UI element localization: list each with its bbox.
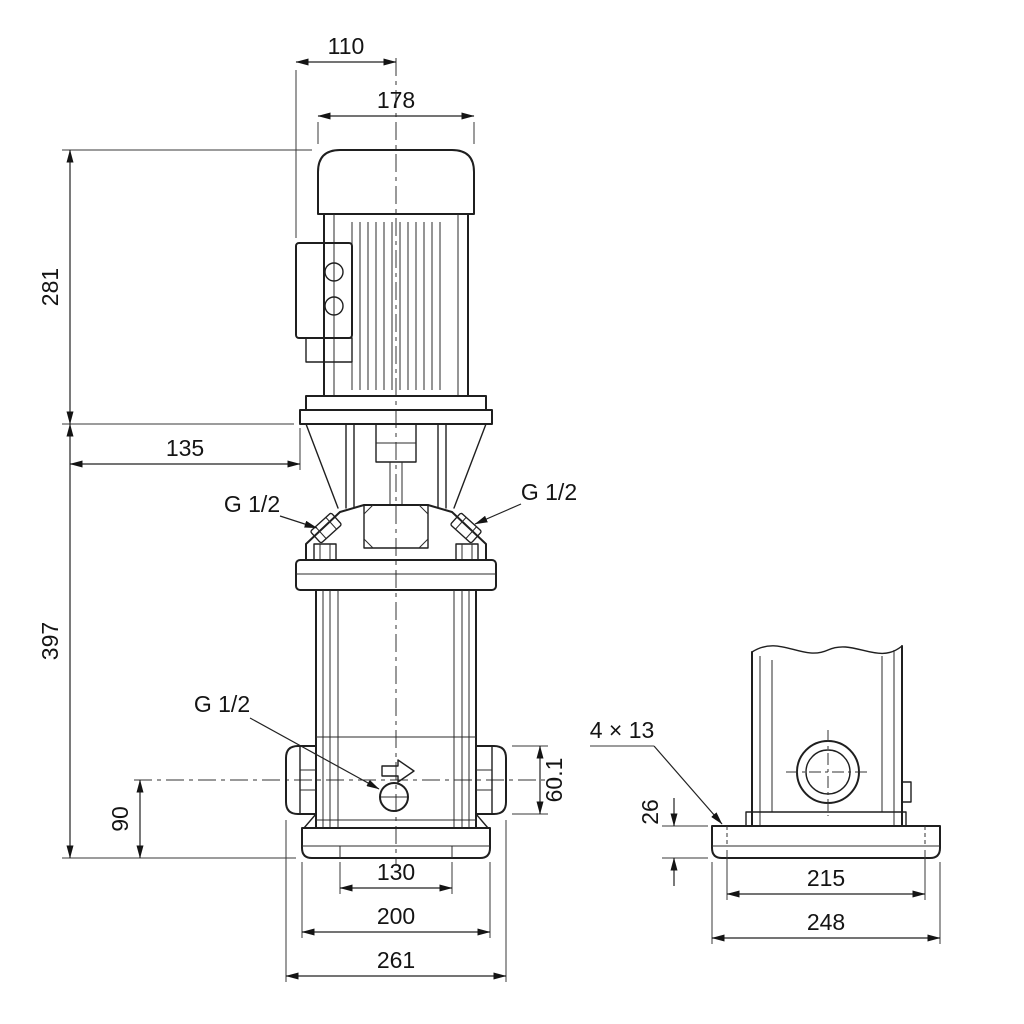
- bolt-holes: [726, 826, 926, 846]
- port-label-g12-right: G 1/2: [521, 479, 577, 505]
- dim-130: 130: [339, 859, 453, 894]
- dim-label-178: 178: [377, 87, 415, 113]
- dim-label-200: 200: [377, 903, 415, 929]
- label-g12-left: G 1/2: [224, 491, 318, 529]
- dim-label-397: 397: [37, 622, 63, 660]
- dim-label-281: 281: [37, 268, 63, 306]
- pump-column: [285, 589, 507, 859]
- coupling-guard: [363, 504, 429, 549]
- end-body-outline: [751, 645, 903, 827]
- dim-261: 261: [285, 820, 507, 982]
- stool-legs: [345, 423, 447, 509]
- dim-60-1: 60.1: [512, 745, 567, 815]
- base-end: [711, 811, 941, 859]
- nameplate-tab: [901, 781, 912, 803]
- dim-200: 200: [301, 862, 491, 938]
- dim-label-26: 26: [637, 799, 663, 825]
- column-outline: [315, 589, 477, 829]
- base-front: [301, 813, 491, 859]
- dim-label-215: 215: [807, 865, 845, 891]
- motor-stool-taper: [305, 423, 487, 509]
- dim-label-60-1: 60.1: [541, 758, 567, 803]
- drain-plug: [379, 782, 409, 812]
- vent-plug-right: [450, 512, 482, 544]
- flow-direction-arrow: [381, 759, 415, 783]
- label-g12-drain: G 1/2: [194, 691, 380, 790]
- dim-label-90: 90: [107, 806, 133, 832]
- dim-label-135: 135: [166, 435, 204, 461]
- pump-head: [295, 423, 497, 591]
- terminal-box: [295, 242, 353, 363]
- discharge-port: [475, 745, 507, 815]
- dim-397: 397: [37, 423, 296, 859]
- dim-label-130: 130: [377, 859, 415, 885]
- dim-label-248: 248: [807, 909, 845, 935]
- cable-gland-hole: [324, 296, 344, 316]
- label-g12-right: G 1/2: [474, 479, 577, 525]
- label-bolt-holes: 4 × 13: [590, 717, 723, 825]
- end-port: [786, 730, 870, 816]
- dim-label-261: 261: [377, 947, 415, 973]
- dim-215: 215: [726, 850, 926, 900]
- end-dimensions: 4 × 13 26 215 248: [590, 717, 941, 944]
- dim-label-110: 110: [328, 33, 365, 59]
- dim-135: 135: [69, 428, 301, 470]
- cable-gland-hole: [324, 262, 344, 282]
- break-line: [751, 645, 903, 655]
- dim-26: 26: [637, 798, 708, 886]
- suction-port: [285, 745, 317, 815]
- dim-110: 110: [295, 33, 397, 238]
- dim-label-4x13: 4 × 13: [590, 717, 655, 743]
- dim-90: 90: [107, 779, 144, 859]
- dim-178: 178: [317, 87, 475, 144]
- head-flange: [295, 559, 497, 591]
- port-label-g12-left: G 1/2: [224, 491, 280, 517]
- motor-top-cap: [317, 149, 475, 215]
- front-dimensions: 110 178 281 397 135 G 1/2 G 1/2: [37, 33, 577, 982]
- dim-281: 281: [37, 149, 312, 425]
- vent-plug-left: [310, 512, 342, 544]
- port-label-g12-drain: G 1/2: [194, 691, 250, 717]
- end-view: [711, 645, 941, 859]
- tie-rods: [322, 590, 470, 828]
- motor: [295, 149, 493, 425]
- centerlines: [134, 58, 560, 866]
- dim-248: 248: [711, 862, 941, 944]
